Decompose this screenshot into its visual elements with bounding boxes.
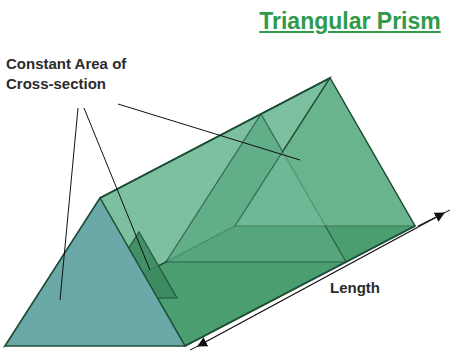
back-cross-section [235,78,415,226]
ridge-edge [100,78,330,198]
diagram-title: Triangular Prism [259,8,441,35]
leader-line [84,108,150,270]
callout-label: Constant Area of Cross-section [6,54,156,93]
dimension-label: Length [330,278,380,298]
leader-line [60,108,78,300]
bottom-edge [185,226,415,346]
front-cross-section [5,198,185,346]
length-arrow [198,213,444,346]
leader-line [118,104,300,160]
